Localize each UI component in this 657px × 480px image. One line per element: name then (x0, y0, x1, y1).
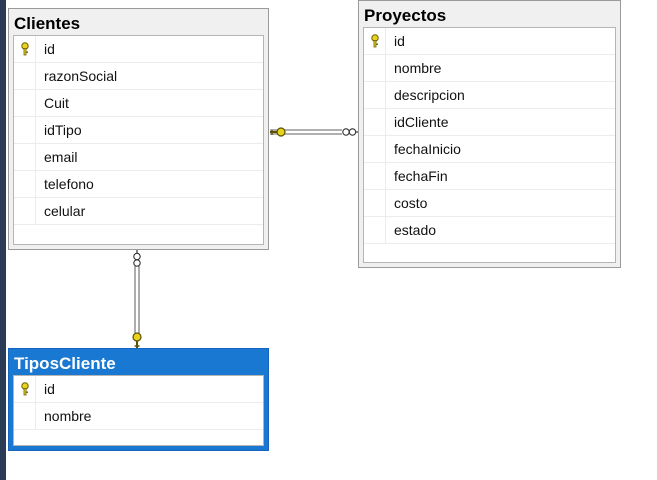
column-name: estado (394, 222, 437, 238)
empty-key-cell (364, 82, 386, 108)
column-name: descripcion (394, 87, 465, 103)
column-name: idCliente (394, 114, 449, 130)
column-name: razonSocial (44, 68, 118, 84)
empty-key-cell (364, 136, 386, 162)
column-row[interactable]: id (14, 36, 263, 63)
table-clientes[interactable]: Clientes id razonSocial Cuit idTipo emai… (8, 8, 269, 250)
relationship-clientes-proyectos[interactable] (270, 127, 358, 137)
column-name: telefono (44, 176, 94, 192)
column-row[interactable]: id (364, 28, 615, 55)
column-name: id (394, 33, 405, 49)
one-end-key-icon (270, 127, 286, 137)
one-end-key-icon (132, 332, 142, 348)
empty-key-cell (14, 403, 36, 429)
empty-key-cell (14, 144, 36, 170)
column-row[interactable]: nombre (364, 55, 615, 82)
column-row[interactable]: costo (364, 190, 615, 217)
column-name: fechaFin (394, 168, 448, 184)
column-name: Cuit (44, 95, 69, 111)
many-end-infinity-icon (342, 128, 358, 136)
table-tiposcliente[interactable]: TiposCliente id nombre (8, 348, 269, 451)
empty-key-cell (14, 198, 36, 224)
column-row[interactable]: email (14, 144, 263, 171)
column-row[interactable]: idCliente (364, 109, 615, 136)
column-list-tiposcliente: id nombre (13, 375, 264, 446)
column-name: costo (394, 195, 428, 211)
left-edge-strip (0, 0, 6, 480)
column-list-clientes: id razonSocial Cuit idTipo email telefon… (13, 35, 264, 245)
empty-key-cell (14, 171, 36, 197)
column-name: id (44, 381, 55, 397)
table-proyectos[interactable]: Proyectos id nombre descripcion idClient… (358, 0, 621, 268)
column-name: nombre (44, 408, 92, 424)
column-row[interactable]: nombre (14, 403, 263, 430)
column-row[interactable]: celular (14, 198, 263, 225)
column-name: id (44, 41, 55, 57)
empty-key-cell (364, 55, 386, 81)
table-title-clientes[interactable]: Clientes (14, 14, 81, 33)
empty-key-cell (14, 117, 36, 143)
column-row[interactable]: telefono (14, 171, 263, 198)
column-list-proyectos: id nombre descripcion idCliente fechaIni… (363, 27, 616, 263)
column-row[interactable]: descripcion (364, 82, 615, 109)
column-name: celular (44, 203, 86, 219)
table-title-tiposcliente[interactable]: TiposCliente (14, 354, 116, 373)
empty-key-cell (14, 63, 36, 89)
empty-key-cell (364, 109, 386, 135)
empty-key-cell (364, 190, 386, 216)
many-end-infinity-icon (133, 250, 141, 267)
empty-key-cell (14, 90, 36, 116)
column-name: email (44, 149, 78, 165)
empty-key-cell (364, 217, 386, 243)
column-row[interactable]: id (14, 376, 263, 403)
table-title-proyectos[interactable]: Proyectos (364, 6, 447, 25)
primary-key-icon (14, 376, 36, 402)
column-name: idTipo (44, 122, 82, 138)
empty-key-cell (364, 163, 386, 189)
column-name: nombre (394, 60, 442, 76)
column-row[interactable]: razonSocial (14, 63, 263, 90)
column-row[interactable]: fechaInicio (364, 136, 615, 163)
column-row[interactable]: fechaFin (364, 163, 615, 190)
column-row[interactable]: estado (364, 217, 615, 244)
primary-key-icon (364, 28, 386, 54)
column-name: fechaInicio (394, 141, 461, 157)
primary-key-icon (14, 36, 36, 62)
column-row[interactable]: Cuit (14, 90, 263, 117)
column-row[interactable]: idTipo (14, 117, 263, 144)
relationship-tiposcliente-clientes[interactable] (132, 250, 142, 348)
